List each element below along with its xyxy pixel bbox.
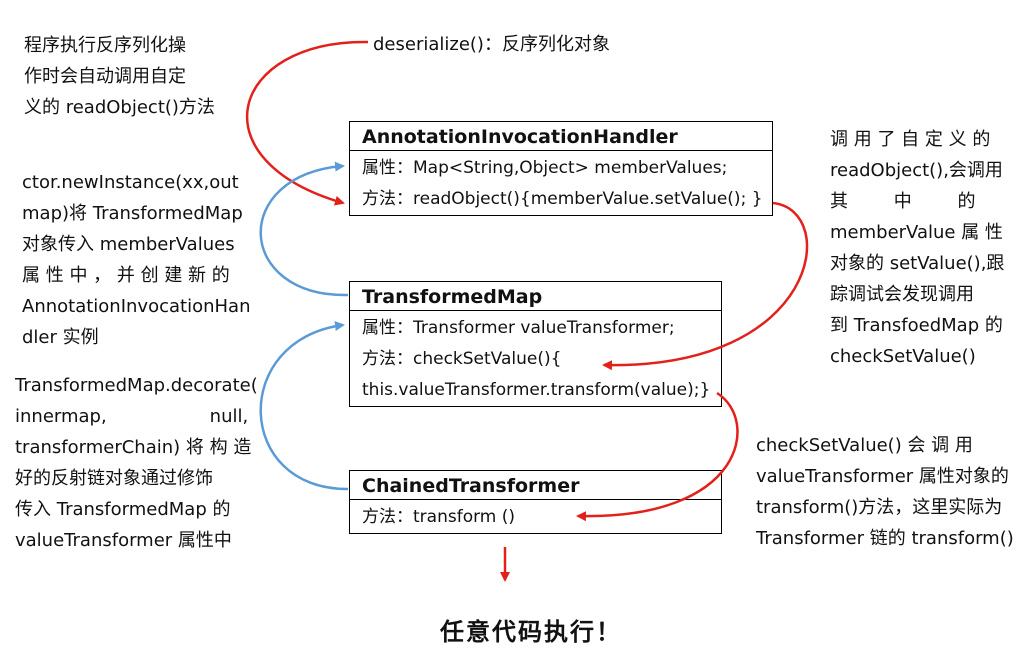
note-line: valueTransformer 属性中: [15, 530, 232, 551]
note-line: checkSetValue(): [830, 346, 976, 367]
annotation-invocation-handler-box: AnnotationInvocationHandler 属性：Map<Strin…: [349, 121, 773, 216]
box-method-row: 方法：transform (): [362, 507, 516, 527]
note-line: 对象传入 memberValues: [22, 234, 235, 255]
final-result-text: 任意代码执行！: [440, 618, 622, 646]
note-line: dler 实例: [22, 327, 99, 348]
note-line: 程序执行反序列化操: [24, 35, 186, 56]
note-line: ctor.newInstance(xx,out: [22, 172, 239, 193]
note-line: 好的反射链对象通过修饰: [15, 468, 213, 489]
arrow-transform-to-chained-transform: [576, 391, 739, 522]
note-line: map)将 TransformedMap: [22, 203, 243, 224]
note-line: 到 TransfoedMap 的: [830, 315, 1003, 336]
note-line: 踪调试会发现调用: [830, 284, 974, 305]
right-note-transform: checkSetValue() 会 调 用 valueTransformer 属…: [756, 430, 1018, 554]
box-method-body-row: this.valueTransformer.transform(value);}: [362, 380, 711, 400]
arrow-chainedtransformer-to-valuetransformer: [259, 321, 349, 491]
box-title: AnnotationInvocationHandler: [350, 122, 772, 151]
note-line: 对象的 setValue(),跟: [830, 253, 1005, 274]
note-line: 作时会自动调用自定: [24, 66, 186, 87]
note-line: TransformedMap.decorate(: [15, 375, 258, 396]
box-attribute-row: 属性：Map<String,Object> memberValues;: [362, 158, 728, 178]
note-line: innermap, null,: [15, 406, 249, 427]
box-title: TransformedMap: [350, 282, 721, 311]
note-line: transform()方法，这里实际为: [756, 497, 1003, 518]
left-note-decorate: TransformedMap.decorate( innermap, null,…: [15, 370, 258, 556]
right-note-setvalue: 调 用 了 自 定 义 的 readObject(),会调用 其 中 的 mem…: [830, 124, 1016, 372]
note-line: readObject(),会调用: [830, 160, 1003, 181]
box-method-row: 方法：checkSetValue(){: [362, 349, 562, 369]
note-line: 属 性 中 ， 并 创 建 新 的: [22, 265, 230, 286]
arrow-transformedmap-to-membervalues: [259, 161, 349, 297]
arrow-deserialize-to-readobject: [246, 40, 369, 206]
left-note-readobject: 程序执行反序列化操 作时会自动调用自定 义的 readObject()方法: [24, 30, 224, 123]
box-title: ChainedTransformer: [350, 471, 721, 500]
transformed-map-box: TransformedMap 属性：Transformer valueTrans…: [349, 281, 722, 407]
deserialize-note: deserialize()：反序列化对象: [373, 34, 610, 55]
left-note-newinstance: ctor.newInstance(xx,out map)将 Transforme…: [22, 167, 251, 353]
note-line: 传入 TransformedMap 的: [15, 499, 231, 520]
note-line: 调 用 了 自 定 义 的: [830, 129, 991, 150]
note-line: valueTransformer 属性对象的: [756, 466, 1009, 487]
box-attribute-row: 属性：Transformer valueTransformer;: [362, 318, 675, 338]
note-line: memberValue 属 性: [830, 222, 1003, 243]
note-line: AnnotationInvocationHan: [22, 296, 251, 317]
arrow-readobject-to-checksetvalue: [602, 201, 809, 371]
box-method-row: 方法：readObject(){memberValue.setValue(); …: [362, 189, 763, 209]
note-line: transformerChain) 将 构 造: [15, 437, 252, 458]
chained-transformer-box: ChainedTransformer 方法：transform (): [349, 470, 722, 534]
note-line: Transformer 链的 transform(): [756, 528, 1014, 549]
note-line: checkSetValue() 会 调 用: [756, 435, 973, 456]
note-line: 其 中 的: [830, 191, 976, 212]
note-line: 义的 readObject()方法: [24, 97, 215, 118]
